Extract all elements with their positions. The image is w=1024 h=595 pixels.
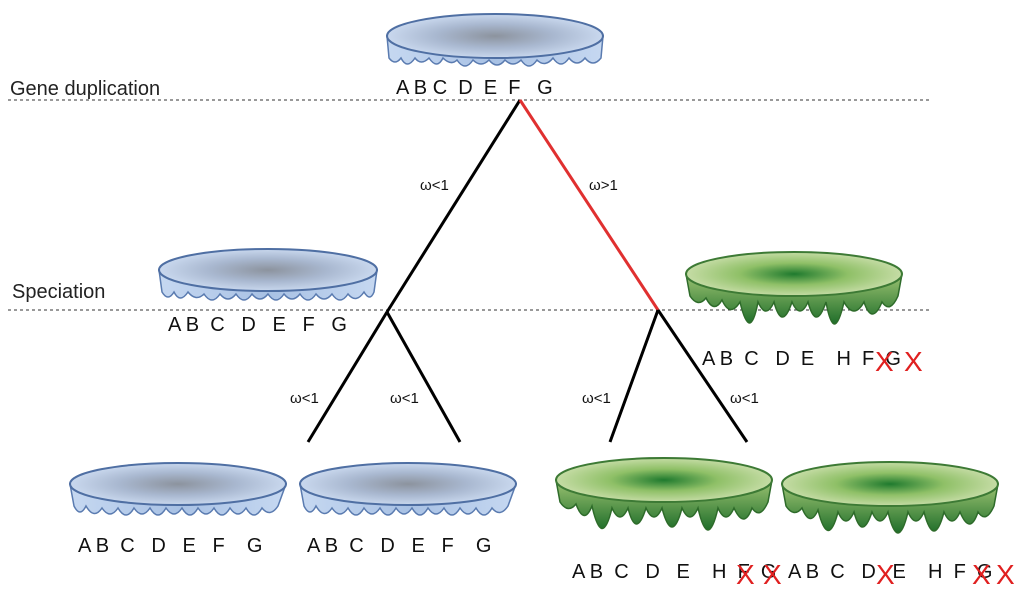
leaf4-protein-letters: A B C D E H F G [788, 561, 992, 583]
phylogenetic-tree [306, 99, 749, 443]
diverged-protein-icon [781, 461, 999, 534]
diverged-protein-icon [555, 457, 773, 531]
loss-cross-icon: X [876, 559, 895, 590]
branch-ll [306, 311, 389, 443]
ancestral-protein-icon [69, 462, 288, 516]
ancestral-protein-icon [299, 462, 518, 516]
ancestral-protein-icon [158, 248, 378, 301]
loss-cross-icon: X [972, 559, 991, 590]
omega-lr-label: ω<1 [390, 390, 419, 407]
omega-ll-label: ω<1 [290, 390, 319, 407]
leaf3-protein-letters: A B C D E H F G [572, 561, 776, 583]
omega-rl-label: ω<1 [582, 390, 611, 407]
omega-left-label: ω<1 [420, 177, 449, 194]
omega-right-label: ω>1 [589, 177, 618, 194]
branch-rl [608, 309, 660, 443]
mid-left-protein-letters: A B C D E F G [168, 314, 347, 336]
omega-rr-label: ω<1 [730, 390, 759, 407]
loss-cross-icon: X [904, 346, 923, 377]
speciation-label: Speciation [12, 281, 105, 303]
leaf1-protein-letters: A B C D E F G [78, 535, 262, 557]
gene-duplication-label: Gene duplication [10, 78, 160, 100]
branch-lr [385, 311, 462, 443]
top-protein-letters: A B C D E F G [396, 77, 553, 99]
branch-rr [656, 309, 749, 443]
loss-cross-icon: X [875, 346, 894, 377]
diverged-protein-icon [685, 251, 903, 325]
loss-cross-icon: X [736, 559, 755, 590]
leaf2-protein-letters: A B C D E F G [307, 535, 491, 557]
branch-right [518, 99, 660, 311]
loss-cross-icon: X [763, 559, 782, 590]
loss-cross-icon: X [996, 559, 1015, 590]
branch-left [385, 99, 522, 313]
ancestral-protein-icon [386, 13, 604, 67]
mid-right-protein-letters: A B C D E H F G [702, 348, 901, 370]
